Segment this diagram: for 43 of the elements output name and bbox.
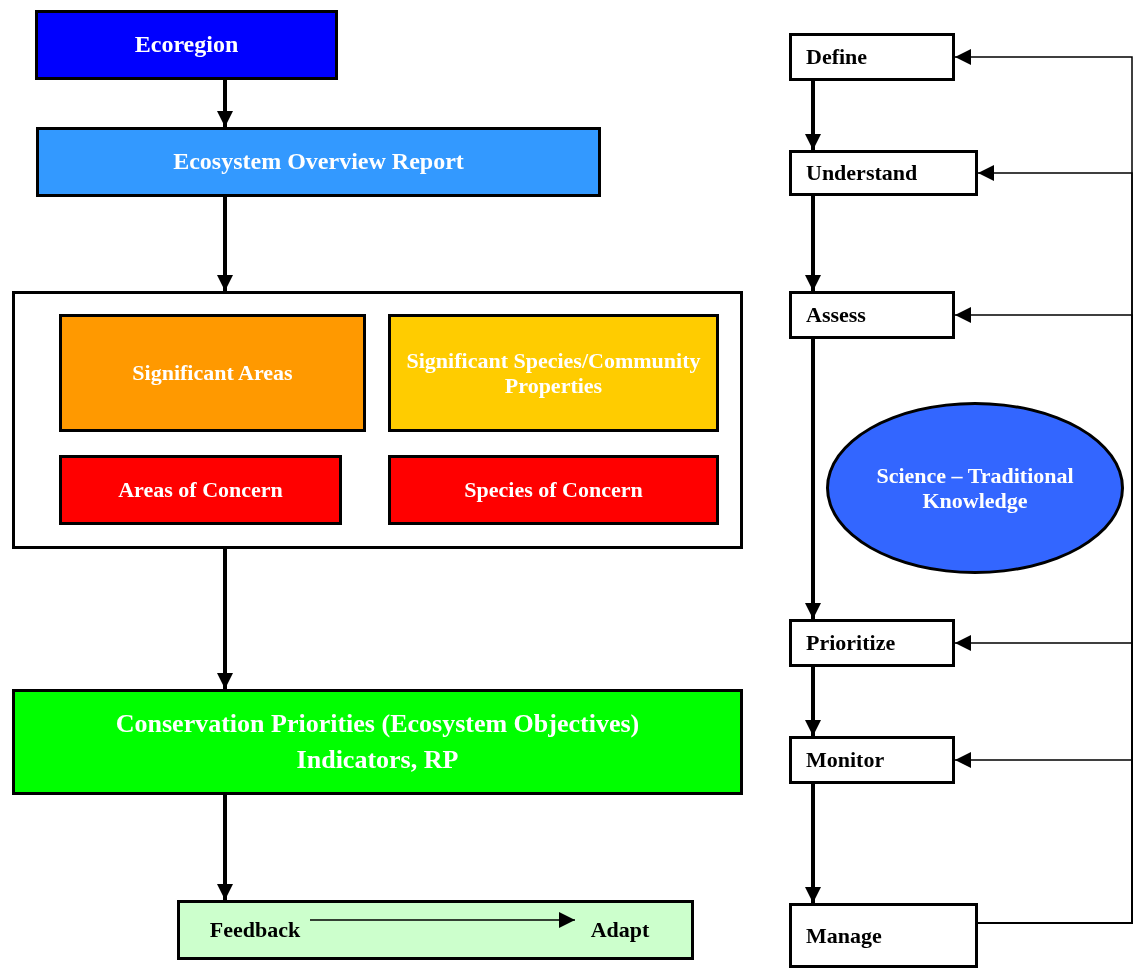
node-label: Significant Species/Community Properties	[405, 347, 702, 399]
node-label: Prioritize	[806, 630, 896, 656]
step-box	[789, 903, 978, 968]
process-box	[177, 900, 694, 960]
node-label: Significant Areas	[132, 360, 293, 386]
step-box	[789, 150, 978, 196]
arrow	[217, 795, 233, 900]
step-box	[789, 619, 955, 667]
process-box	[388, 314, 719, 432]
node-label: Monitor	[806, 747, 885, 773]
node-label: Define	[806, 44, 868, 70]
node-label: Ecosystem Overview Report	[173, 148, 464, 176]
arrow	[805, 784, 821, 903]
node-label: Understand	[806, 160, 918, 186]
node-label: Ecoregion	[134, 31, 239, 59]
node-label: Species of Concern	[464, 477, 643, 503]
arrow	[805, 196, 821, 291]
arrow	[805, 81, 821, 150]
node-label: Conservation Priorities (Ecosystem Objectives)	[115, 709, 640, 739]
group-box	[12, 291, 743, 549]
node-label: Adapt	[590, 917, 650, 943]
process-box	[388, 455, 719, 525]
step-box	[789, 33, 955, 81]
arrow	[805, 667, 821, 736]
step-box	[789, 291, 955, 339]
arrow	[309, 912, 576, 928]
process-box	[12, 689, 743, 795]
arrow	[805, 339, 821, 619]
arrow	[217, 549, 233, 689]
process-box	[59, 455, 342, 525]
node-label: Feedback	[209, 917, 301, 943]
node-label: Indicators, RP	[296, 745, 459, 775]
arrow	[217, 197, 233, 291]
step-box	[789, 736, 955, 784]
process-box	[35, 10, 338, 80]
arrow	[217, 80, 233, 127]
node-label: Assess	[806, 302, 866, 328]
node-label: Areas of Concern	[118, 477, 283, 503]
node-label: Manage	[806, 922, 882, 949]
process-box	[59, 314, 366, 432]
node-label: Science – Traditional Knowledge	[875, 462, 1075, 514]
arrow	[954, 752, 1133, 924]
process-box	[36, 127, 601, 197]
